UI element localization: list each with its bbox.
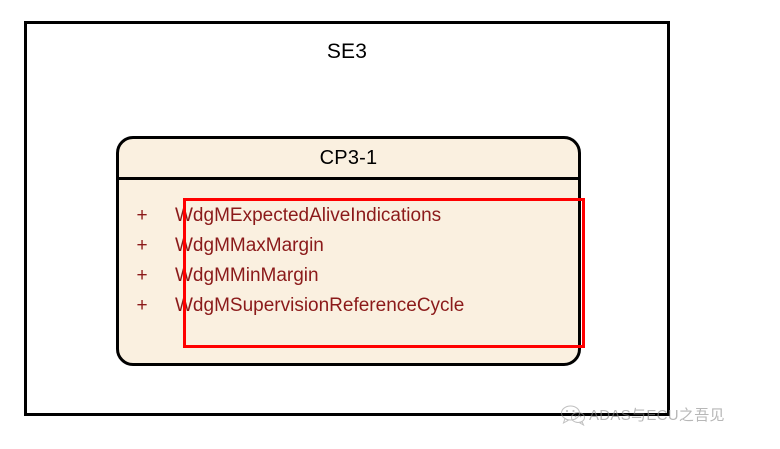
attribute-name: WdgMMaxMargin xyxy=(175,234,324,256)
visibility-marker: + xyxy=(136,264,148,286)
component-header: CP3-1 xyxy=(119,139,578,180)
watermark-text: ADAS与ECU之吾见 xyxy=(589,406,725,424)
system-boundary-box: SE3 CP3-1 + WdgMExpectedAliveIndications… xyxy=(24,21,670,416)
system-title: SE3 xyxy=(326,40,368,63)
visibility-marker: + xyxy=(136,294,148,316)
attribute-name: WdgMExpectedAliveIndications xyxy=(175,204,442,226)
visibility-marker: + xyxy=(136,234,148,256)
attribute-name: WdgMMinMargin xyxy=(175,264,319,286)
visibility-marker: + xyxy=(136,204,148,226)
attribute-row[interactable]: + WdgMExpectedAliveIndications xyxy=(119,200,578,230)
component-box-cp3-1[interactable]: CP3-1 + WdgMExpectedAliveIndications + W… xyxy=(116,136,585,366)
attribute-row[interactable]: + WdgMMaxMargin xyxy=(119,230,578,260)
attribute-row[interactable]: + WdgMSupervisionReferenceCycle xyxy=(119,290,578,320)
component-body: + WdgMExpectedAliveIndications + WdgMMax… xyxy=(119,180,585,366)
wechat-logo-icon xyxy=(561,405,585,426)
component-title: CP3-1 xyxy=(319,147,378,169)
watermark: ADAS与ECU之吾见 xyxy=(560,404,725,426)
attribute-name: WdgMSupervisionReferenceCycle xyxy=(175,294,465,316)
attribute-list: + WdgMExpectedAliveIndications + WdgMMax… xyxy=(119,180,578,320)
attribute-row[interactable]: + WdgMMinMargin xyxy=(119,260,578,290)
